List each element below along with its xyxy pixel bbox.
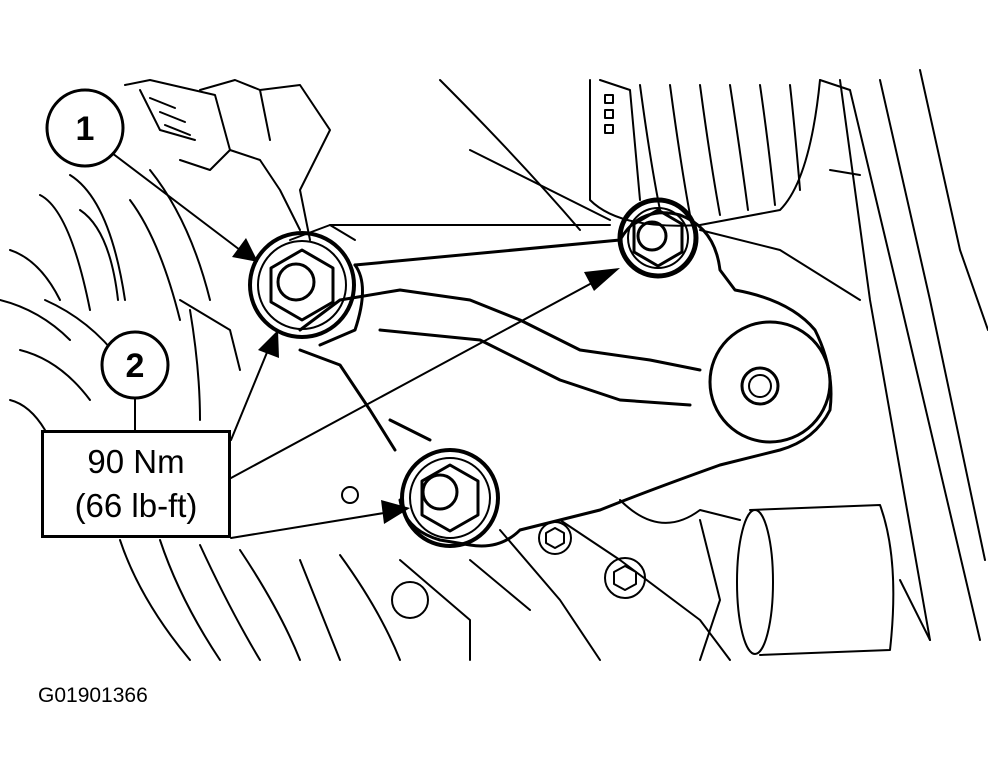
bolt-upper-right [617,197,699,279]
figure-id: G01901366 [38,684,148,707]
drive-boot [589,79,821,227]
engine-component-lines [0,79,331,431]
mount-bracket [298,211,833,548]
torque-metric: 90 Nm [87,443,185,480]
callout-1-label: 1 [76,110,95,148]
arrow-to-bolt-upper-right [584,268,620,291]
callout-1: 1 [45,88,125,168]
callout-2: 2 [100,330,170,400]
arrow-to-bolt-upper-left [232,238,258,262]
arrow-to-bolt-upper-left-lower [258,330,279,358]
bolt-lower [400,448,500,548]
harness-lines [289,79,641,241]
bolt-upper-left [248,231,356,339]
mount-boss [708,320,832,444]
pulley-cylinder [699,504,931,661]
arrowheads [232,238,620,524]
engine-block-lower [119,486,741,661]
callout-leaders [107,149,591,539]
torque-spec-box: 90 Nm (66 lb-ft) [41,430,231,538]
arrow-to-bolt-lower [381,500,410,524]
frame-rails [699,69,988,641]
torque-imperial: (66 lb-ft) [74,487,198,524]
callout-2-label: 2 [126,347,145,385]
